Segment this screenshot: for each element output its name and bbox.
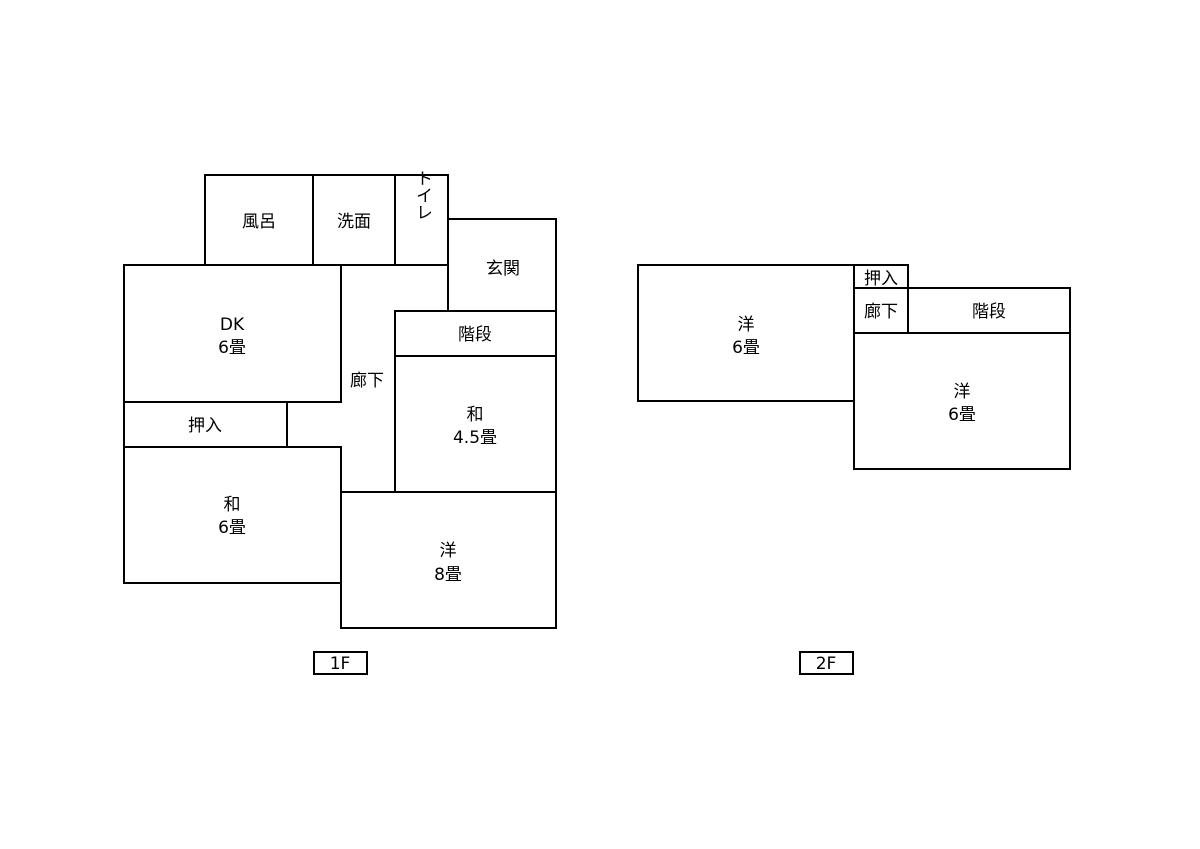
floor-1f-badge	[313, 651, 368, 675]
stairs-label: 階段	[458, 325, 492, 345]
western-left-size-label: 6畳	[732, 338, 760, 358]
floor-2f-label: 2F	[816, 654, 837, 674]
western-size-label: 8畳	[434, 565, 462, 585]
dk-size-label: 6畳	[218, 338, 246, 358]
dk-name-label: DK	[220, 315, 245, 335]
floor-2f-badge	[799, 651, 854, 675]
bath-label: 風呂	[242, 212, 276, 232]
western-right-name-label: 洋	[954, 382, 971, 402]
japanese-large-size-label: 6畳	[218, 518, 246, 538]
closet-2f-label: 押入	[864, 269, 898, 289]
western-right-size-label: 6畳	[948, 405, 976, 425]
western-room	[340, 491, 557, 629]
japanese-small-size-label: 4.5畳	[453, 428, 497, 448]
japanese-large-room	[123, 446, 342, 584]
hallway-2f-label: 廊下	[864, 302, 898, 322]
japanese-small-name-label: 和	[467, 405, 484, 425]
entrance-walls	[448, 218, 557, 311]
western-right-room	[853, 332, 1071, 470]
stairs-2f-label: 階段	[972, 302, 1006, 322]
floor-2f-plan: 押入 廊下 階段 洋 6畳 洋 6畳 2F	[637, 264, 1071, 675]
entrance-label: 玄関	[486, 259, 520, 279]
floor-1f-plan: 風呂 洗面 トイレ 玄関 階段 DK 6畳 廊下 押入 和 4.5畳 和 6畳 …	[123, 170, 557, 675]
western-left-name-label: 洋	[738, 315, 755, 335]
hallway-label: 廊下	[350, 371, 384, 391]
closet-label: 押入	[188, 416, 222, 436]
toilet-label: トイレ	[412, 170, 432, 221]
western-name-label: 洋	[440, 541, 457, 561]
japanese-large-name-label: 和	[224, 495, 241, 515]
floor-1f-label: 1F	[330, 654, 351, 674]
washroom-label: 洗面	[337, 212, 371, 232]
